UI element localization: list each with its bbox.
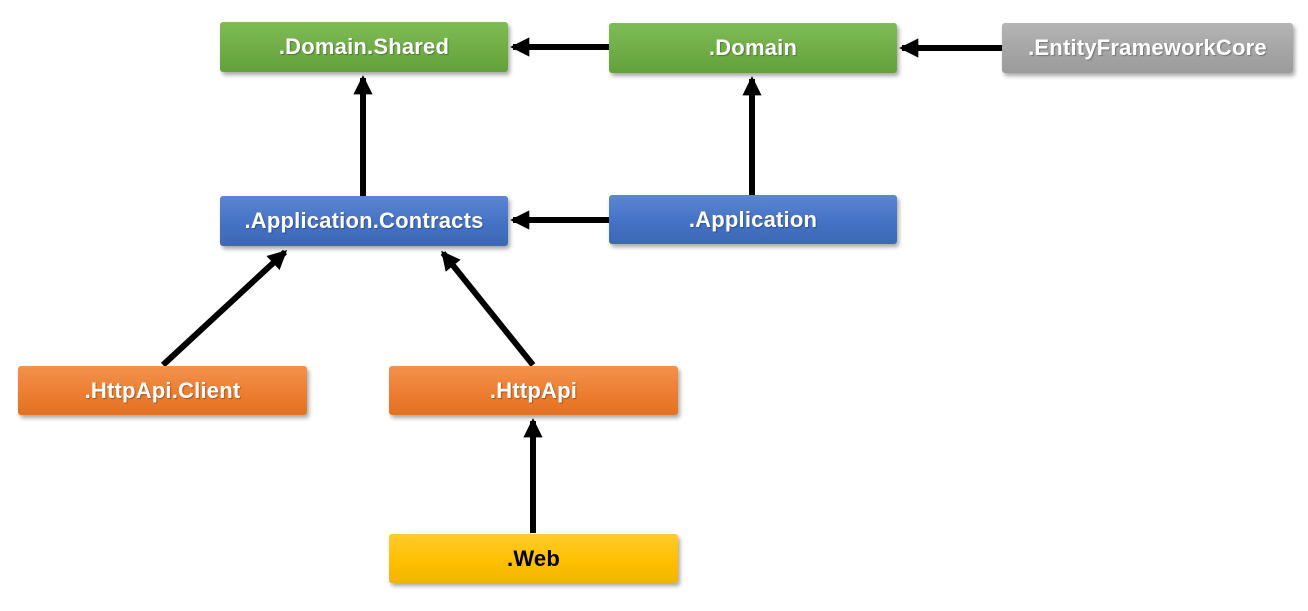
edge-http-api-client-to-application-contracts: [160, 249, 288, 368]
edge-http-api-to-application-contracts: [440, 250, 536, 367]
node-application-contracts: .Application.Contracts: [220, 196, 508, 246]
node-http-api: .HttpApi: [389, 366, 678, 415]
node-application: .Application: [609, 195, 897, 244]
node-http-api-client: .HttpApi.Client: [18, 366, 307, 415]
node-domain: .Domain: [609, 23, 897, 73]
node-domain-shared: .Domain.Shared: [220, 22, 508, 72]
node-entity-framework-core: .EntityFrameworkCore: [1002, 23, 1293, 73]
node-web: .Web: [389, 534, 678, 583]
